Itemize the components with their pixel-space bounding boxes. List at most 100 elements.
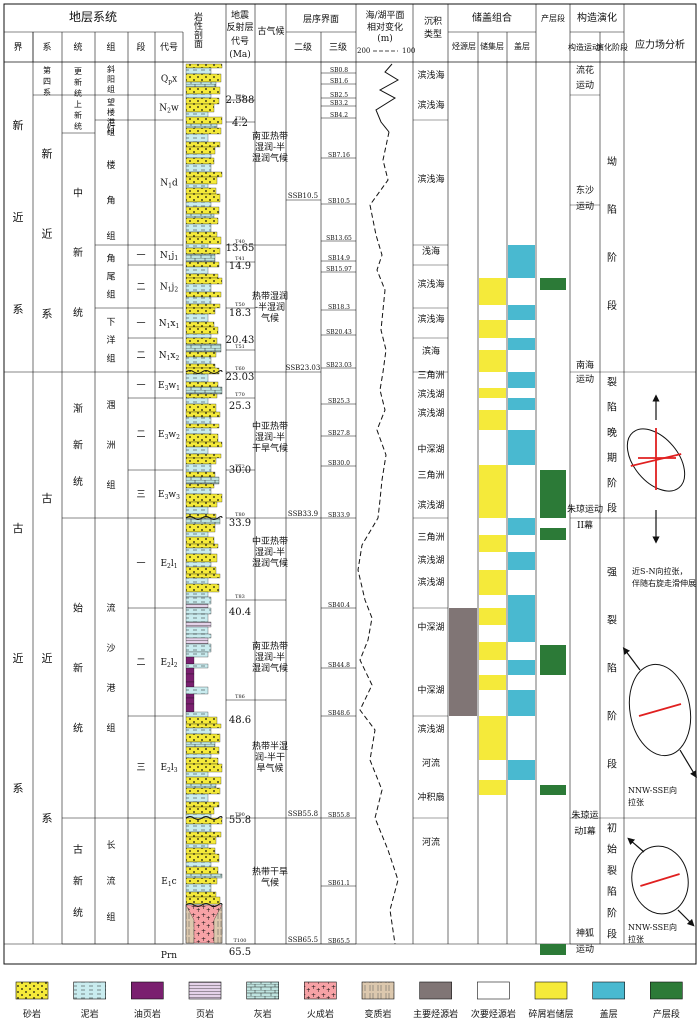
sealevel-left: 200 [357,47,370,55]
code-basement: Prn [161,951,177,961]
seq3-16: SB33.9 [328,512,350,519]
svg-text:运动: 运动 [576,374,594,385]
code-12: E2l3 [160,763,177,774]
svg-text:组: 组 [106,230,115,242]
seismic-age-13: 65.5 [229,947,251,958]
seismic-age-11: 48.6 [229,715,251,726]
litho-bed [185,873,223,879]
litho-bed [185,673,195,683]
stress-ellipse-1 [626,394,686,544]
litho-bed [185,517,221,525]
unconformity-0 [185,370,223,374]
member-10: 一 [136,559,145,569]
legend-swatch-7 [419,981,452,1000]
seismic-age-6: 23.03 [226,372,255,383]
series-0: 新 [74,77,82,87]
member-6: 二 [136,351,145,361]
litho-bed [185,523,216,533]
svg-text:湿润气候: 湿润气候 [252,557,288,569]
series-5: 古新统 [73,843,83,919]
seq3-0: SB0.8 [330,67,348,74]
litho-bed [185,847,216,855]
seismic-age-2: 13.65 [226,243,255,254]
litho-bed [185,853,220,863]
svg-text:初: 初 [607,822,617,835]
main-source-rock [449,608,477,716]
svg-text:近: 近 [42,652,53,665]
litho-bed [185,776,222,785]
litho-bed [185,427,212,435]
litho-bed [185,463,212,473]
reservoir-11 [479,716,506,760]
code-1: N2w [159,104,179,115]
system-neogene: 新近系 [42,146,53,320]
seq3-10: SB18.3 [328,304,350,311]
seq3-4: SB4.2 [330,112,348,119]
seismic-header-4: (Ma) [229,49,251,60]
litho-bed [185,411,221,418]
litho-bed [185,266,209,275]
sealevel-header-2: 相对变化 [367,21,403,33]
seismic-age-1: 4.2 [232,118,248,129]
litho-bed [185,591,209,598]
svg-text:统: 统 [73,306,83,319]
litho-bed [185,193,221,203]
seq3-12: SB23.03 [326,362,352,369]
svg-text:湿润-半: 湿润-半 [255,651,285,663]
litho-bed [185,483,215,489]
seq3-7: SB13.65 [326,235,352,242]
svg-text:长: 长 [106,839,115,851]
seismic-code-9: T80 [235,512,245,518]
legend-swatch-3 [188,981,222,1000]
legend-label-2: 油页岩 [134,1008,161,1020]
litho-bed [185,171,223,178]
svg-text:段: 段 [607,758,617,771]
litho-bed [185,393,218,399]
svg-text:始: 始 [607,843,617,856]
litho-bed [185,416,212,425]
litho-bed [185,337,218,345]
litho-bed [185,471,216,478]
member-4: 二 [136,283,145,293]
litho-bed [185,596,212,605]
litho-bed [185,793,209,803]
litho-bed [185,153,212,159]
litho-bed [185,213,215,219]
litho-bed [185,446,209,455]
legend-swatch-2 [131,981,164,1000]
svg-text:组: 组 [106,911,115,923]
svg-text:裂: 裂 [607,376,617,389]
svg-text:裂: 裂 [607,614,617,627]
litho-bed [185,613,209,623]
member-12: 三 [136,763,145,773]
svg-text:系: 系 [13,303,24,316]
code-6: N1x2 [159,351,180,362]
litho-bed [185,277,223,285]
legend-label-11: 产层段 [653,1008,680,1020]
svg-text:热带湿润: 热带湿润 [252,290,288,302]
svg-text:始: 始 [73,602,83,615]
col-header-0: 界 [13,42,22,53]
svg-text:组: 组 [106,479,115,491]
litho-bed [185,487,212,495]
litho-bed [185,697,195,705]
litho-bed [185,883,212,893]
legend-swatch-10 [592,981,625,1000]
litho-bed [185,253,216,263]
litho-bed [185,356,212,365]
sealevel-header-1: 海/湖平面 [365,9,404,21]
svg-text:组: 组 [106,289,115,301]
series-4: 始新统 [73,602,83,735]
litho-bed [185,223,212,233]
pay-0 [540,278,566,290]
litho-bed [185,206,220,215]
svg-text:组: 组 [106,352,115,364]
col-header-1: 系 [42,42,51,53]
strat-system-title: 地层系统 [69,10,117,24]
depo-1: 滨浅海 [417,99,444,111]
tectonic-header: 构造演化 [577,11,617,24]
svg-text:近: 近 [42,227,53,240]
